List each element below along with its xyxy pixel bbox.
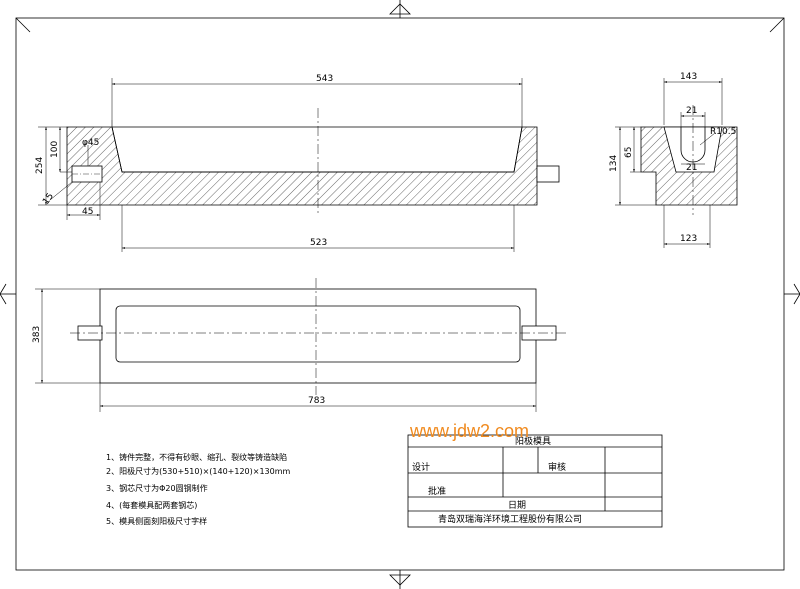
plan-dim-783: 783 (308, 396, 325, 406)
note-5: 5、模具侧面刻阳极尺寸字样 (106, 516, 207, 526)
title-block-company: 青岛双瑞海洋环境工程股份有限公司 (438, 513, 582, 525)
title-block-design-label: 设计 (412, 461, 430, 473)
title-block-title: 阳极模具 (515, 435, 551, 447)
section-dim-21-top: 21 (686, 106, 697, 116)
watermark: www.jdw2.com (409, 421, 529, 441)
title-block-approve-label: 批准 (428, 485, 446, 497)
front-view-cavity (111, 126, 523, 173)
plan-view-outer (99, 288, 537, 384)
note-2: 2、阳极尺寸为(530+510)×(140+120)×130mm (106, 466, 291, 476)
section-dim-123: 123 (680, 234, 697, 244)
front-dim-523: 523 (310, 238, 327, 248)
section-view: 143 21 21 R10.5 134 65 123 (609, 72, 738, 248)
note-3: 3、钢芯尺寸为Φ20圆钢制作 (106, 483, 208, 493)
front-dim-pin-diameter: φ45 (82, 138, 99, 148)
front-view-right-pin (536, 165, 560, 183)
section-dim-21-bottom: 21 (686, 163, 697, 173)
plan-dim-383: 383 (32, 326, 42, 343)
title-block-date-label: 日期 (508, 500, 526, 511)
note-4: 4、(每套模具配两套钢芯) (106, 500, 197, 510)
section-dim-65: 65 (624, 147, 634, 158)
front-view: 543 523 254 100 φ45 45 15 (35, 74, 560, 252)
front-dim-543: 543 (316, 74, 333, 84)
front-dim-15: 15 (41, 192, 56, 207)
front-dim-45: 45 (82, 207, 93, 217)
section-dim-143: 143 (680, 72, 697, 82)
section-dim-radius: R10.5 (710, 127, 736, 137)
note-1: 1、铸件完整，不得有砂眼、缩孔、裂纹等铸造缺陷 (106, 452, 287, 462)
plan-view (35, 278, 566, 412)
title-block-review-label: 审核 (548, 461, 566, 473)
front-dim-100: 100 (50, 141, 60, 158)
front-view-body (66, 126, 538, 206)
front-dim-254: 254 (35, 157, 45, 174)
plan-view-inner (115, 305, 521, 363)
section-dim-134: 134 (609, 155, 619, 172)
title-block (407, 434, 663, 528)
technical-notes: 1、铸件完整，不得有砂眼、缩孔、裂纹等铸造缺陷 2、阳极尺寸为(530+510)… (106, 452, 291, 526)
